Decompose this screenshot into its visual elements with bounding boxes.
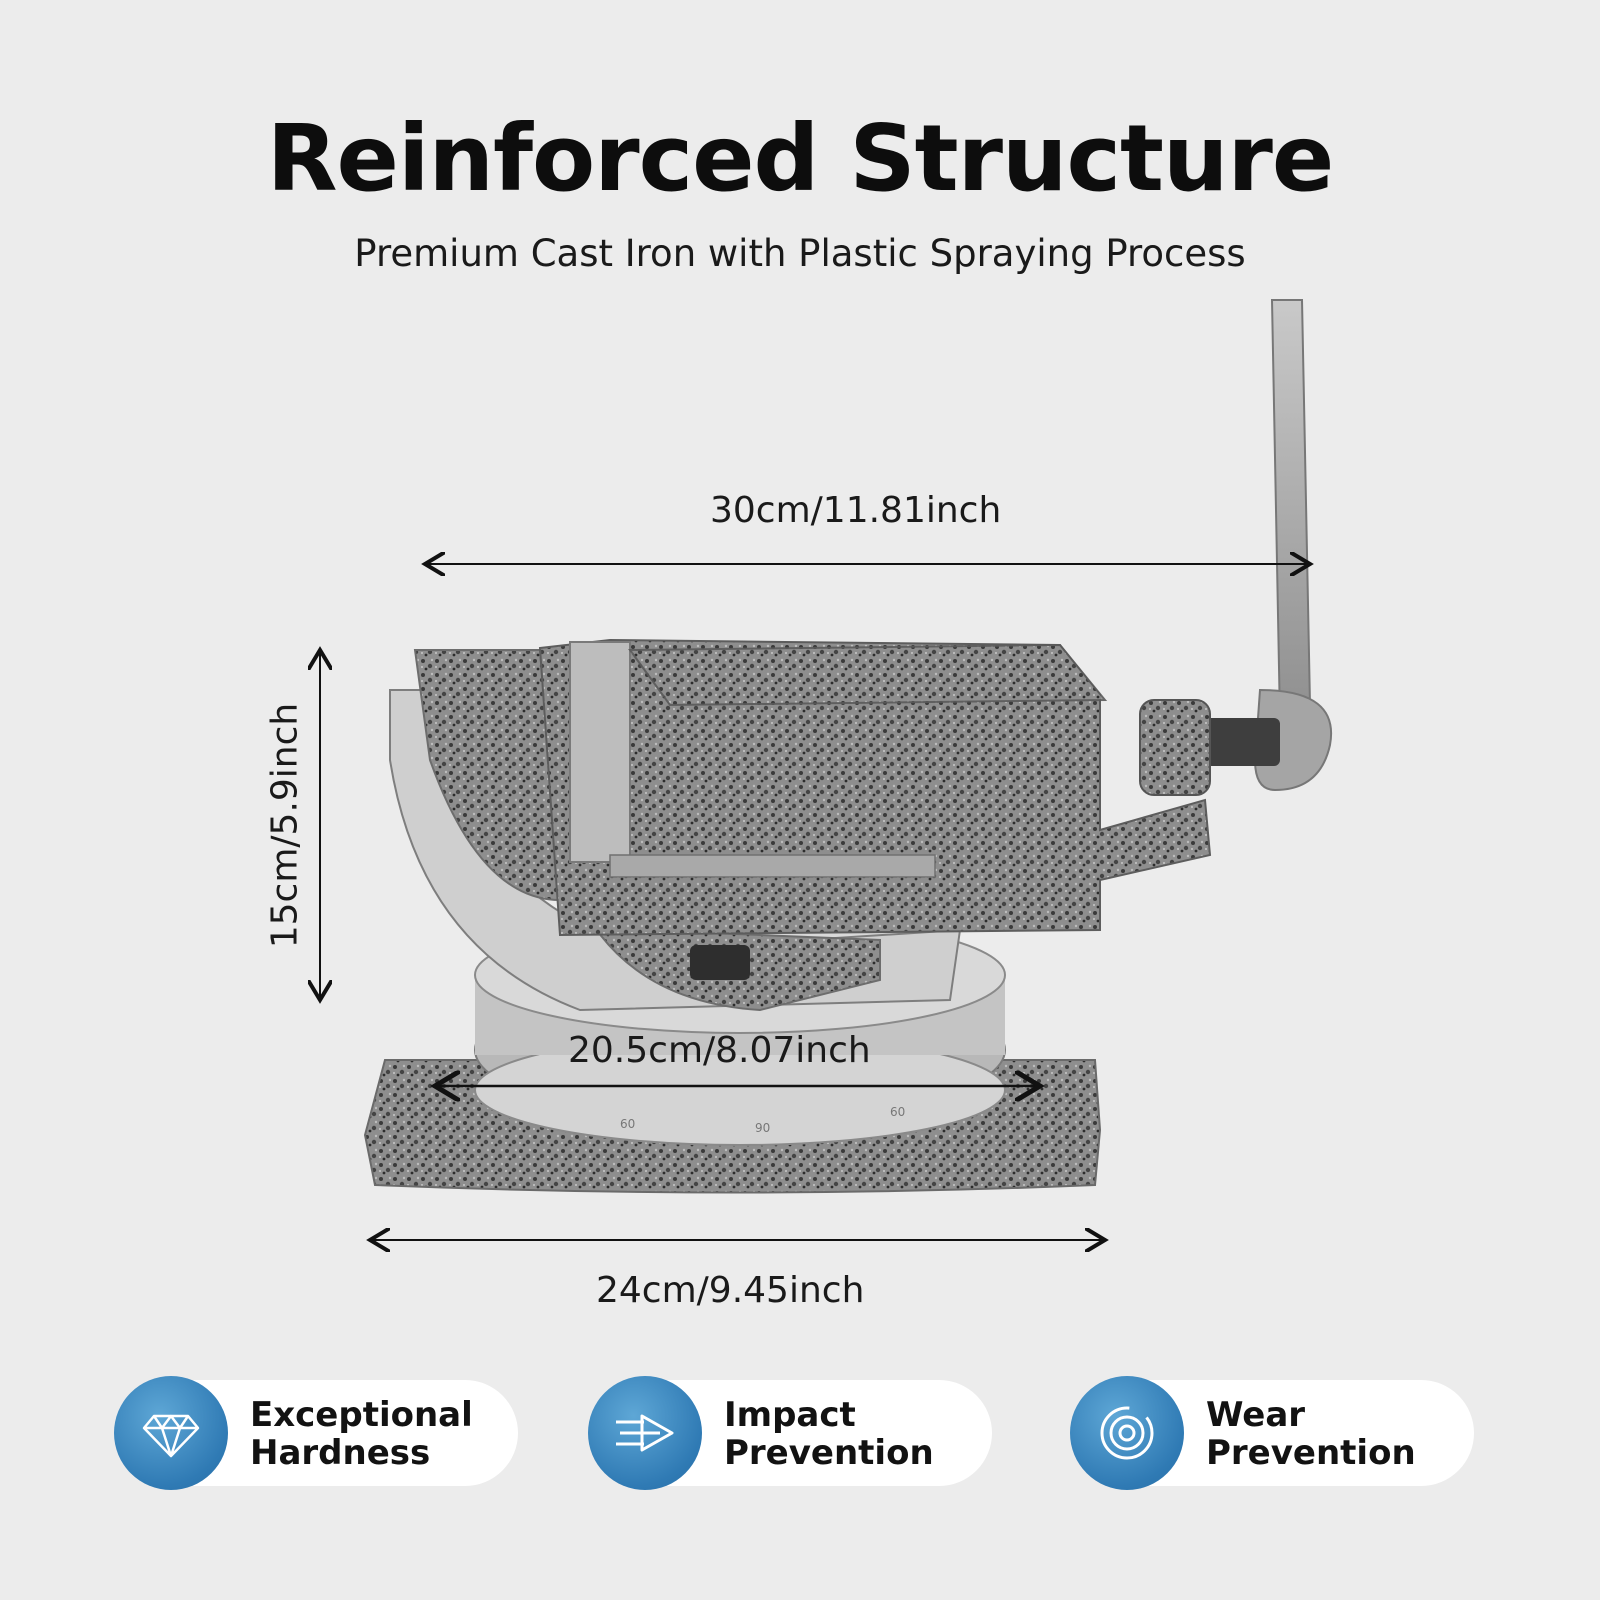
wear-ring-icon <box>1070 1376 1184 1490</box>
handle-bar <box>1253 299 1333 792</box>
page-title: Reinforced Structure <box>266 105 1335 212</box>
length-label: 30cm/11.81inch <box>710 490 1002 531</box>
jaw-width-label: 20.5cm/8.07inch <box>568 1030 871 1071</box>
height-label: 15cm/5.9inch <box>264 702 306 949</box>
diamond-icon <box>114 1376 228 1490</box>
clamp-bolt <box>690 945 750 980</box>
feature-exceptional-hardness: Exceptional Hardness <box>114 1376 518 1490</box>
dial-scale-mark: 60 <box>890 1105 905 1119</box>
vise-body <box>538 638 1212 937</box>
feature-impact-prevention: Impact Prevention <box>588 1376 992 1490</box>
feature-title-line2: Prevention <box>724 1433 934 1473</box>
screw-nut <box>1139 699 1211 796</box>
feature-title-line1: Impact <box>724 1395 856 1435</box>
dial-scale-mark: 60 <box>620 1117 635 1131</box>
feature-title-line1: Exceptional <box>250 1395 473 1435</box>
dial-scale-mark: 90 <box>755 1121 770 1135</box>
lead-screw <box>1200 718 1280 766</box>
feature-title-line2: Hardness <box>250 1433 431 1473</box>
arrow-impact-icon <box>588 1376 702 1490</box>
feature-title-line1: Wear <box>1206 1395 1306 1435</box>
page-subtitle: Premium Cast Iron with Plastic Spraying … <box>354 232 1246 275</box>
base-length-label: 24cm/9.45inch <box>596 1270 865 1311</box>
feature-wear-prevention: Wear Prevention <box>1070 1376 1474 1490</box>
feature-title-line2: Prevention <box>1206 1433 1416 1473</box>
